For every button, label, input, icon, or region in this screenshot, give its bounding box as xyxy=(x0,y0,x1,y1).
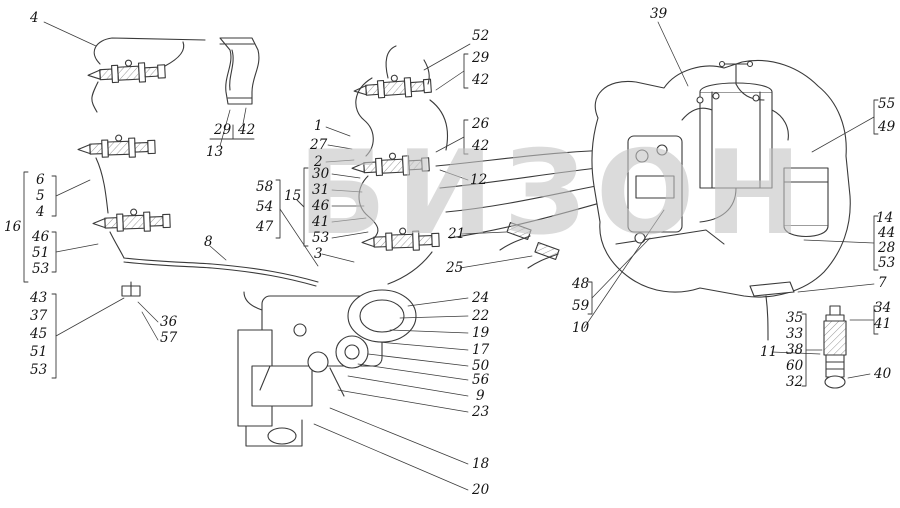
callout-50: 50 xyxy=(472,358,490,374)
callout-38: 38 xyxy=(786,342,804,358)
callout-8: 8 xyxy=(204,234,213,250)
callout-37: 37 xyxy=(30,308,48,324)
callout-53: 53 xyxy=(30,362,48,378)
callout-33: 33 xyxy=(786,326,804,342)
middle-injector-bank xyxy=(350,45,448,285)
callout-1: 1 xyxy=(314,118,323,134)
callout-4: 4 xyxy=(30,10,39,26)
callout-16: 16 xyxy=(4,219,22,235)
filter-element-part xyxy=(823,305,847,389)
callout-11: 11 xyxy=(760,344,778,360)
callout-24: 24 xyxy=(472,290,490,306)
callout-41: 41 xyxy=(312,214,330,230)
callout-60: 60 xyxy=(786,358,804,374)
callout-35: 35 xyxy=(786,310,804,326)
callout-27: 27 xyxy=(310,137,328,153)
callout-52: 52 xyxy=(472,28,490,44)
callout-10: 10 xyxy=(572,320,590,336)
callout-15: 15 xyxy=(284,188,302,204)
line-fittings xyxy=(499,221,560,269)
callout-51: 51 xyxy=(32,245,50,261)
callout-5: 5 xyxy=(36,188,45,204)
left-injector-bank xyxy=(77,37,319,297)
callout-42: 42 xyxy=(472,138,490,154)
callout-3: 3 xyxy=(314,246,323,262)
callout-21: 21 xyxy=(448,226,466,242)
callout-29: 29 xyxy=(214,122,232,138)
callout-31: 31 xyxy=(312,182,330,198)
callout-44: 44 xyxy=(878,225,896,241)
callout-45: 45 xyxy=(30,326,48,342)
callout-34: 34 xyxy=(874,300,892,316)
callout-42: 42 xyxy=(472,72,490,88)
fuel-pump-assembly xyxy=(237,289,417,447)
callout-23: 23 xyxy=(472,404,490,420)
callout-49: 49 xyxy=(878,119,896,135)
callout-46: 46 xyxy=(32,229,50,245)
callout-12: 12 xyxy=(470,172,488,188)
engine-assembly xyxy=(591,59,851,341)
callout-7: 7 xyxy=(878,275,887,291)
callout-25: 25 xyxy=(446,260,464,276)
callout-40: 40 xyxy=(874,366,892,382)
callout-57: 57 xyxy=(160,330,178,346)
callout-26: 26 xyxy=(472,116,490,132)
callout-6: 6 xyxy=(36,172,45,188)
callout-51: 51 xyxy=(30,344,48,360)
callout-39: 39 xyxy=(650,6,668,22)
callout-13: 13 xyxy=(206,144,224,160)
callout-58: 58 xyxy=(256,179,274,195)
callout-42: 42 xyxy=(238,122,256,138)
callout-53: 53 xyxy=(32,261,50,277)
callout-53: 53 xyxy=(312,230,330,246)
callout-28: 28 xyxy=(878,240,896,256)
callout-2: 2 xyxy=(314,154,323,170)
callout-18: 18 xyxy=(472,456,490,472)
air-elbow xyxy=(219,37,260,105)
callout-17: 17 xyxy=(472,342,490,358)
callout-55: 55 xyxy=(878,96,896,112)
callout-48: 48 xyxy=(572,276,590,292)
callout-30: 30 xyxy=(312,166,330,182)
callout-54: 54 xyxy=(256,199,274,215)
callout-59: 59 xyxy=(572,298,590,314)
callout-32: 32 xyxy=(786,374,804,390)
callout-36: 36 xyxy=(160,314,178,330)
callout-14: 14 xyxy=(876,210,894,226)
callout-19: 19 xyxy=(472,325,490,341)
callout-43: 43 xyxy=(30,290,48,306)
callout-56: 56 xyxy=(472,372,490,388)
callout-41: 41 xyxy=(874,316,892,332)
callout-53: 53 xyxy=(878,255,896,271)
callout-20: 20 xyxy=(472,482,490,498)
callout-4: 4 xyxy=(36,204,45,220)
leader-lines xyxy=(43,21,875,491)
callout-46: 46 xyxy=(312,198,330,214)
callout-22: 22 xyxy=(472,308,490,324)
callout-29: 29 xyxy=(472,50,490,66)
callout-9: 9 xyxy=(476,388,485,404)
callout-47: 47 xyxy=(256,219,274,235)
